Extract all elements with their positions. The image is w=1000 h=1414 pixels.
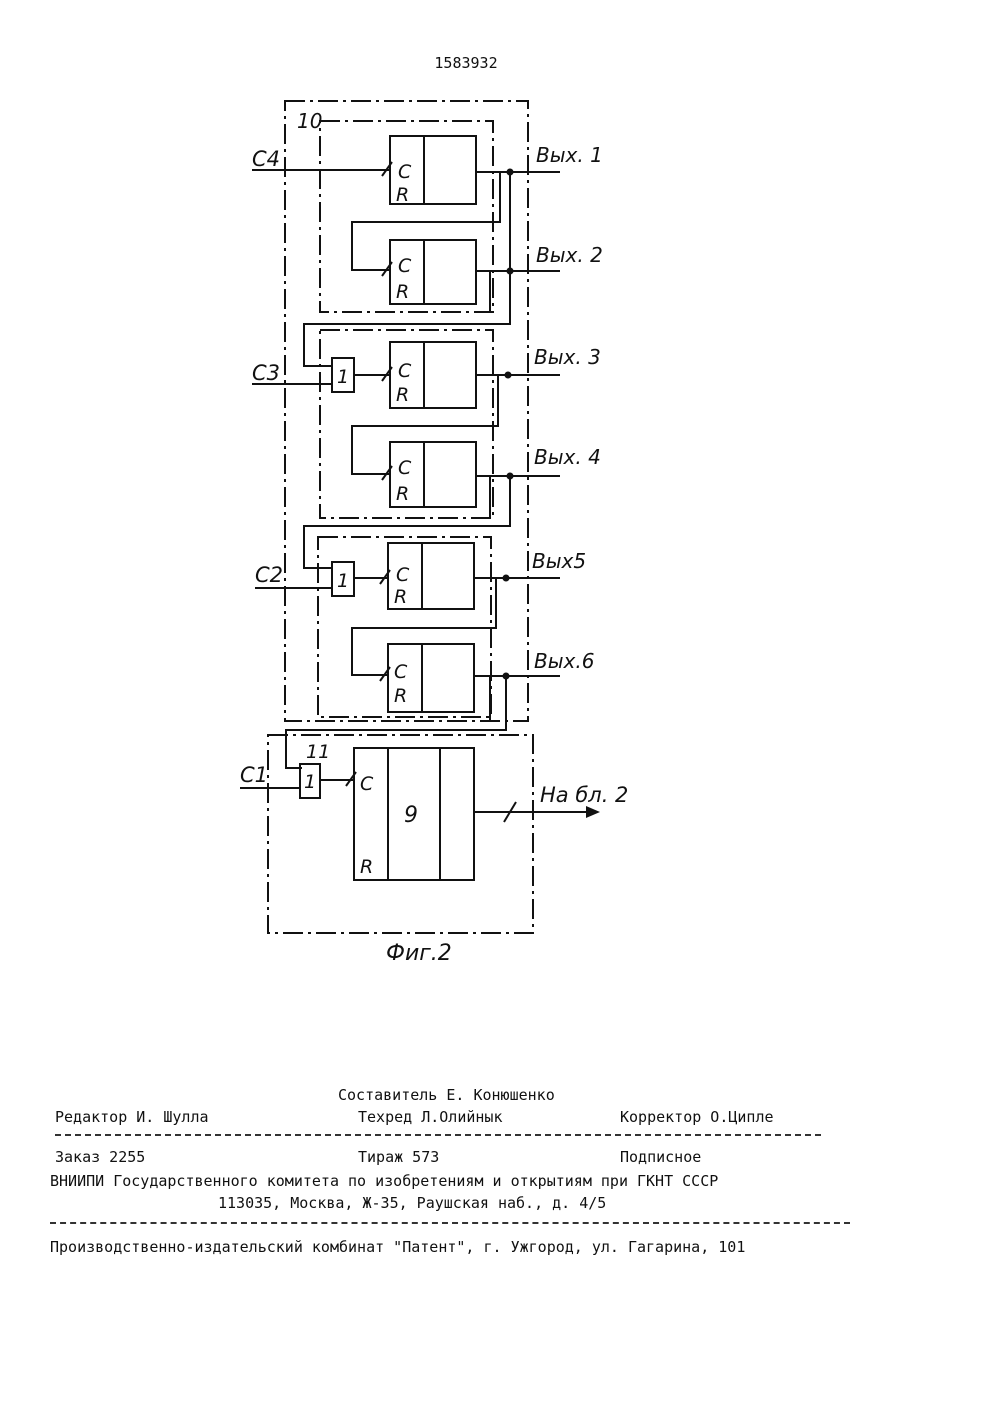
input-c3-label: C3 <box>252 361 280 385</box>
to-block-label: На бл. 2 <box>540 783 628 807</box>
trigger-1: C R <box>390 136 476 206</box>
output-5-label: Вых5 <box>532 549 586 573</box>
output-6-label: Вых.6 <box>534 649 594 673</box>
circuit-diagram: 1583932 10 C R C R C R C R C R <box>0 0 1000 1060</box>
order-line: Заказ 2255 <box>55 1148 145 1166</box>
svg-text:C: C <box>398 161 412 183</box>
output-3-label: Вых. 3 <box>534 345 601 369</box>
input-c1-label: C1 <box>240 763 268 787</box>
svg-text:C: C <box>394 661 408 683</box>
svg-text:1: 1 <box>337 570 349 592</box>
trigger-2: C R <box>390 240 476 304</box>
output-1-label: Вых. 1 <box>536 143 603 167</box>
or-gate-c2: 1 <box>332 562 354 596</box>
svg-text:C: C <box>398 360 412 382</box>
block-11-label: 11 <box>306 741 330 763</box>
circulation-line: Тираж 573 <box>358 1148 439 1166</box>
svg-text:R: R <box>396 281 409 303</box>
trigger-3: C R <box>390 342 476 408</box>
editor-line: Редактор И. Шулла <box>55 1108 209 1126</box>
or-gate-11: 1 <box>300 764 320 798</box>
imprint-block: Составитель Е. Конюшенко Редактор И. Шул… <box>0 1080 1000 1280</box>
trigger-6: C R <box>388 644 474 712</box>
svg-text:C: C <box>398 457 412 479</box>
rule-1 <box>55 1134 821 1136</box>
svg-text:1: 1 <box>337 366 349 388</box>
svg-text:R: R <box>396 184 409 206</box>
output-2-label: Вых. 2 <box>536 243 603 267</box>
address-line: 113035, Москва, Ж-35, Раушская наб., д. … <box>218 1194 606 1212</box>
svg-text:1: 1 <box>304 771 316 793</box>
output-4-label: Вых. 4 <box>534 445 601 469</box>
techred-line: Техред Л.Олийнык <box>358 1108 503 1126</box>
corrector-line: Корректор О.Ципле <box>620 1108 774 1126</box>
svg-text:R: R <box>394 586 407 608</box>
or-gate-c3: 1 <box>332 358 354 392</box>
svg-text:C: C <box>360 773 374 795</box>
patent-number: 1583932 <box>434 54 497 72</box>
block-10-label: 10 <box>297 109 322 133</box>
institute-line: ВНИИПИ Государственного комитета по изоб… <box>50 1172 718 1190</box>
svg-text:R: R <box>394 685 407 707</box>
publisher-line: Производственно-издательский комбинат "П… <box>50 1238 745 1256</box>
input-c4-label: C4 <box>252 147 280 171</box>
input-c2-label: C2 <box>255 563 283 587</box>
svg-text:C: C <box>396 564 410 586</box>
svg-text:R: R <box>396 384 409 406</box>
svg-text:C: C <box>398 255 412 277</box>
svg-text:R: R <box>360 856 373 878</box>
counter-9: C R 9 <box>354 748 474 880</box>
trigger-4: C R <box>390 442 476 507</box>
subscription-line: Подписное <box>620 1148 701 1166</box>
svg-text:9: 9 <box>404 803 418 828</box>
trigger-5: C R <box>388 543 474 609</box>
figure-caption: Фиг.2 <box>386 941 452 966</box>
compiler-line: Составитель Е. Конюшенко <box>338 1086 555 1104</box>
rule-2 <box>50 1222 850 1224</box>
svg-text:R: R <box>396 483 409 505</box>
